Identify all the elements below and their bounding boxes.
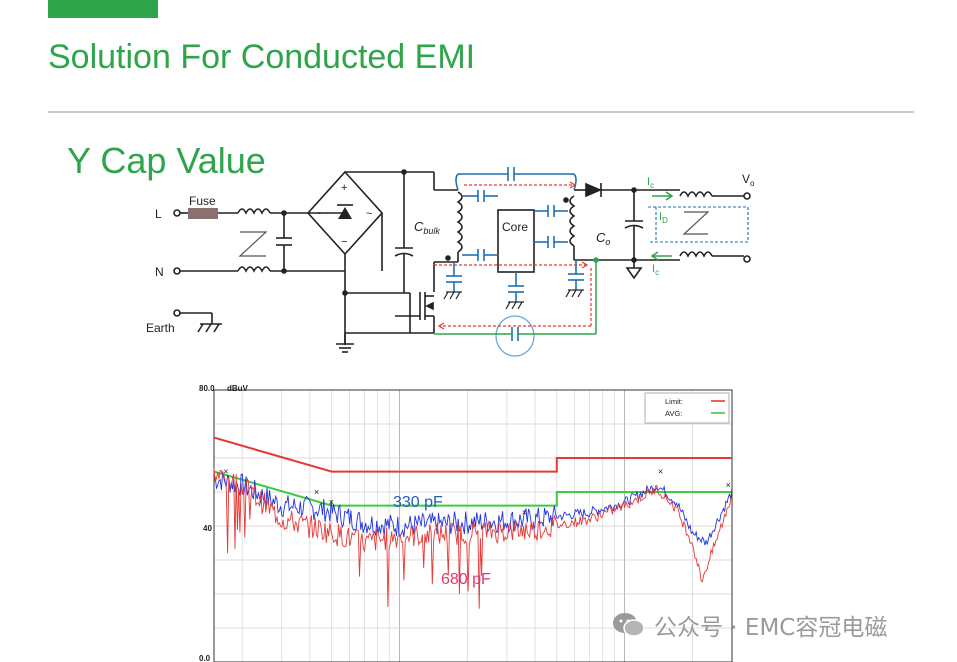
terminal-vo-minus <box>743 255 751 263</box>
peak-marker: × <box>658 467 663 477</box>
peak-marker: × <box>726 480 731 490</box>
slide-subtitle: Y Cap Value <box>67 140 266 181</box>
fuse-label: Fuse <box>189 194 216 208</box>
peak-marker: × <box>223 467 228 477</box>
plot-frame <box>213 389 733 662</box>
title-divider <box>48 111 914 113</box>
bridge-minus-label: − <box>341 236 347 248</box>
series-line-1 <box>213 436 732 473</box>
terminal-vo-plus <box>743 192 751 200</box>
cm-choke-top <box>237 208 271 215</box>
bridge-ac-left-label: ~ <box>315 208 321 220</box>
y-bottom-label: 0.0 <box>199 654 211 662</box>
legend-avg-label: AVG: <box>665 409 682 418</box>
watermark-text: 公众号 · EMC容冠电磁 <box>654 615 888 641</box>
output-choke-top <box>679 191 713 198</box>
bridge-plus-label: + <box>341 182 347 194</box>
vo-label: Vo <box>742 172 755 188</box>
wechat-icon <box>613 613 645 637</box>
ic-bottom-label: Ic <box>652 263 659 277</box>
terminal-earth <box>173 309 181 317</box>
series-line-3 <box>213 471 733 546</box>
y-top-label: 80.0 <box>199 384 215 393</box>
id-label: ID <box>659 211 668 225</box>
output-choke-bottom <box>679 251 713 258</box>
terminal-l <box>173 209 181 217</box>
primary-winding <box>456 191 463 253</box>
annotation-680pf: 680 pF <box>441 571 491 588</box>
peak-marker: × <box>522 507 527 517</box>
core-label: Core <box>502 220 528 234</box>
line-label: L <box>155 207 162 221</box>
bridge-ac-right-label: ~ <box>366 208 372 220</box>
peak-marker: × <box>314 487 319 497</box>
y-unit-label: dBuV <box>227 384 249 393</box>
earth-label: Earth <box>146 321 175 335</box>
terminal-n <box>173 267 181 275</box>
emi-spectrum-chart: × × × × × × 80.0 dBuV 40 0.0 Limit: AVG: 330 … <box>195 383 740 662</box>
annotation-330pf: 330 pF <box>393 494 443 511</box>
circuit-diagram: Fuse L N Earth + − ~ ~ Cbulk Core Co Vo … <box>146 167 755 370</box>
y1-highlight <box>495 315 535 357</box>
y1-label: Y1 <box>505 368 523 370</box>
y-mid-label: 40 <box>203 524 212 533</box>
accent-bar <box>48 0 158 18</box>
co-label: Co <box>596 230 610 247</box>
legend-limit-label: Limit: <box>665 397 683 406</box>
cbulk-label: Cbulk <box>414 219 440 236</box>
ic-top-label: Ic <box>647 176 654 190</box>
slide-title: Solution For Conducted EMI <box>48 38 476 76</box>
fuse-body <box>188 208 218 219</box>
chart-legend <box>644 392 730 424</box>
output-diode <box>585 182 603 198</box>
series-line-2 <box>213 470 732 507</box>
watermark: 公众号 · EMC容冠电磁 <box>612 608 887 642</box>
series-line-4 <box>213 467 733 609</box>
secondary-winding <box>569 195 576 247</box>
neutral-label: N <box>155 265 164 279</box>
peak-marker: × <box>329 497 334 507</box>
cm-choke-bottom <box>237 266 271 273</box>
